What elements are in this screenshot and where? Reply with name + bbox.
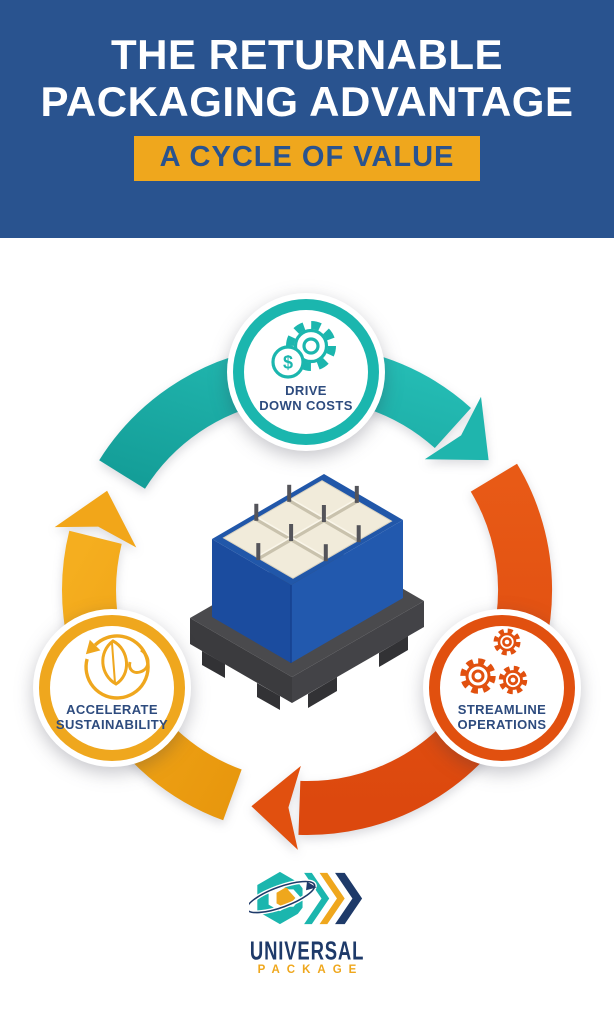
header-banner: THE RETURNABLE PACKAGING ADVANTAGE A CYC…: [0, 0, 614, 238]
node-accelerate-sustainability: [33, 609, 191, 767]
cycle-ring: [84, 634, 150, 700]
divider-post: [289, 524, 294, 541]
pallet-foot: [308, 677, 337, 708]
logo-chevron-teal: [304, 872, 330, 925]
brand-footer: UNIVERSAL PACKAGE: [0, 862, 614, 976]
gear-teeth: [286, 321, 336, 371]
brand-subname: PACKAGE: [0, 964, 614, 976]
logo-chevron-navy: [335, 872, 363, 925]
divider-post: [356, 525, 361, 543]
gear-body: [503, 670, 523, 690]
gears-icon: [460, 628, 528, 695]
orange-arrowhead: [251, 765, 301, 850]
label-line: STREAMLINE: [457, 702, 547, 717]
divider-posts: [254, 484, 361, 562]
label-streamline-operations: STREAMLINE OPERATIONS: [417, 702, 587, 732]
leaf-outline: [101, 639, 128, 686]
label-line: SUSTAINABILITY: [55, 717, 169, 732]
gear-body: [293, 328, 329, 364]
cycle-curl: [128, 648, 150, 674]
gear-teeth: [498, 665, 528, 695]
dollar-sign: $: [283, 353, 293, 373]
node-drive-down-costs: $: [227, 293, 385, 451]
divider-post: [321, 505, 326, 522]
gear-teeth: [493, 628, 521, 656]
gear-hole: [507, 674, 519, 686]
dollar-coin: [271, 345, 305, 379]
divider-wall: [257, 498, 358, 561]
gear-teeth: [460, 658, 496, 694]
page-title: THE RETURNABLE PACKAGING ADVANTAGE: [0, 0, 614, 125]
divider-post: [354, 485, 359, 503]
brand-subname-text: PACKAGE: [257, 964, 364, 976]
divider-post: [254, 503, 259, 521]
container-left-face: [212, 539, 291, 663]
cycle-arrowhead: [85, 639, 101, 655]
container-right-face: [291, 520, 403, 663]
universal-package-logo-icon: [249, 871, 363, 925]
divider-post: [287, 484, 292, 502]
leaf-vein: [111, 642, 116, 684]
leaf-cycle-icon: [84, 634, 150, 700]
bulk-container: [212, 474, 403, 663]
gear-dollar-icon: $: [271, 321, 336, 379]
gear-hole: [302, 337, 320, 355]
pallet-foot: [202, 651, 225, 678]
brand-name: UNIVERSAL: [249, 936, 365, 966]
label-accelerate-sustainability: ACCELERATE SUSTAINABILITY: [27, 702, 197, 732]
page-title-line1: THE RETURNABLE: [111, 31, 503, 78]
divider-post: [323, 544, 328, 562]
divider-top-edge: [257, 498, 358, 557]
page-title-line2: PACKAGING ADVANTAGE: [40, 78, 574, 125]
teal-arrowhead: [424, 396, 489, 461]
subtitle-badge: A CYCLE OF VALUE: [133, 136, 481, 181]
label-line: DRIVE: [285, 383, 327, 398]
gold-arrowhead: [54, 490, 137, 548]
gear-body: [497, 632, 517, 652]
pallet-left-face: [190, 618, 292, 703]
logo-chevron-gold: [319, 872, 345, 925]
node-inner: [244, 310, 368, 434]
gear-body: [465, 663, 491, 689]
logo-orbit: [249, 880, 316, 914]
label-line: OPERATIONS: [457, 717, 547, 732]
label-drive-down-costs: DRIVE DOWN COSTS: [221, 383, 391, 413]
cycle-diagram: $: [0, 240, 614, 864]
pallet-foot: [379, 636, 408, 667]
cycle-diagram-svg: $: [33, 293, 581, 850]
pallet-right-face: [292, 601, 424, 703]
node-inner: [50, 626, 174, 750]
container-on-pallet-illustration: [190, 474, 424, 710]
label-line: DOWN COSTS: [259, 398, 353, 413]
gear-hole: [471, 669, 485, 683]
pallet-foot: [257, 683, 280, 710]
node-streamline-operations: [423, 609, 581, 767]
divider-post: [256, 543, 261, 561]
label-line: ACCELERATE: [66, 702, 158, 717]
gear-hole: [502, 637, 512, 647]
